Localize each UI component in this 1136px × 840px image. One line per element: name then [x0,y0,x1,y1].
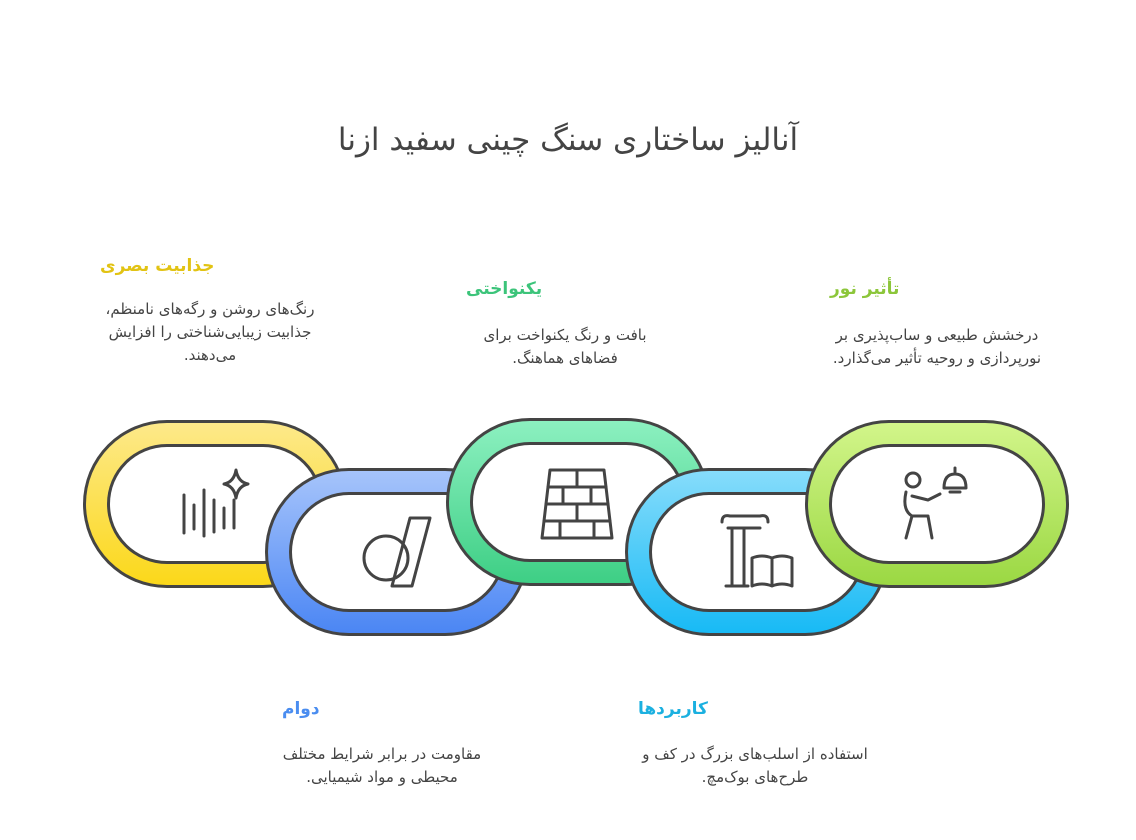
text-light-effect: درخشش طبیعی و ساب‌پذیری بر نورپردازی و ر… [832,326,1042,367]
page-title: آنالیز ساختاری سنگ چینی سفید ازنا [337,122,799,158]
heading-visual-appeal: جذابیت بصری [100,256,215,276]
chain-link-light-effect [805,420,1069,588]
text-visual-appeal: رنگ‌های روشن و رگه‌های نامنظم، جذابیت زی… [105,300,315,364]
sound-wave-sparkle-icon [182,468,250,538]
heading-light-effect: تأثیر نور [830,279,900,299]
heading-uniformity: یکنواختی [466,279,543,299]
heading-durability: دوام [282,699,320,719]
text-uniformity: بافت و رنگ یکنواخت برای فضاهای هماهنگ. [483,326,647,367]
heading-applications: کاربردها [638,699,708,719]
text-durability: مقاومت در برابر شرایط مختلف محیطی و مواد… [282,745,482,786]
circle-slash-shape-icon [362,516,432,588]
brick-wall-icon [540,468,614,540]
column-book-icon [720,514,794,588]
person-lamp-icon [903,466,968,540]
text-applications: استفاده از اسلب‌های بزرگ در کف و طرح‌های… [642,745,868,786]
